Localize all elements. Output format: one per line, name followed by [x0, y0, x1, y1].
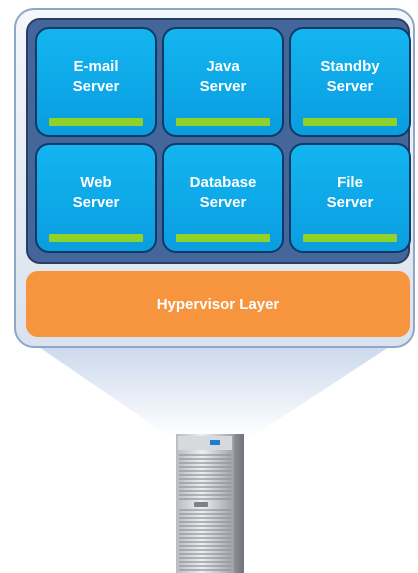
vm-status-bar — [176, 118, 270, 126]
vm-database-server: Database Server — [162, 143, 284, 253]
hypervisor-layer: Hypervisor Layer — [26, 271, 410, 337]
vm-status-bar — [176, 234, 270, 242]
vm-label: Web Server — [72, 174, 120, 211]
vm-label: Standby Server — [320, 58, 380, 95]
vm-status-bar — [49, 234, 143, 242]
rack-server-icon — [176, 434, 244, 573]
vm-label: Java Server — [199, 58, 247, 95]
vm-file-server: File Server — [289, 143, 411, 253]
vm-email-server: E-mail Server — [35, 27, 157, 137]
physical-host-frame: E-mail Server Java Server Standby Server… — [14, 8, 415, 348]
vm-status-bar — [303, 234, 397, 242]
vm-label: Database Server — [189, 174, 257, 211]
hypervisor-label: Hypervisor Layer — [156, 295, 280, 313]
vm-status-bar — [49, 118, 143, 126]
vm-grid: E-mail Server Java Server Standby Server… — [35, 27, 411, 253]
vm-java-server: Java Server — [162, 27, 284, 137]
vm-status-bar — [303, 118, 397, 126]
vm-label: File Server — [326, 174, 374, 211]
virtual-machines-panel: E-mail Server Java Server Standby Server… — [26, 18, 411, 264]
vm-web-server: Web Server — [35, 143, 157, 253]
vm-standby-server: Standby Server — [289, 27, 411, 137]
vm-label: E-mail Server — [72, 58, 120, 95]
